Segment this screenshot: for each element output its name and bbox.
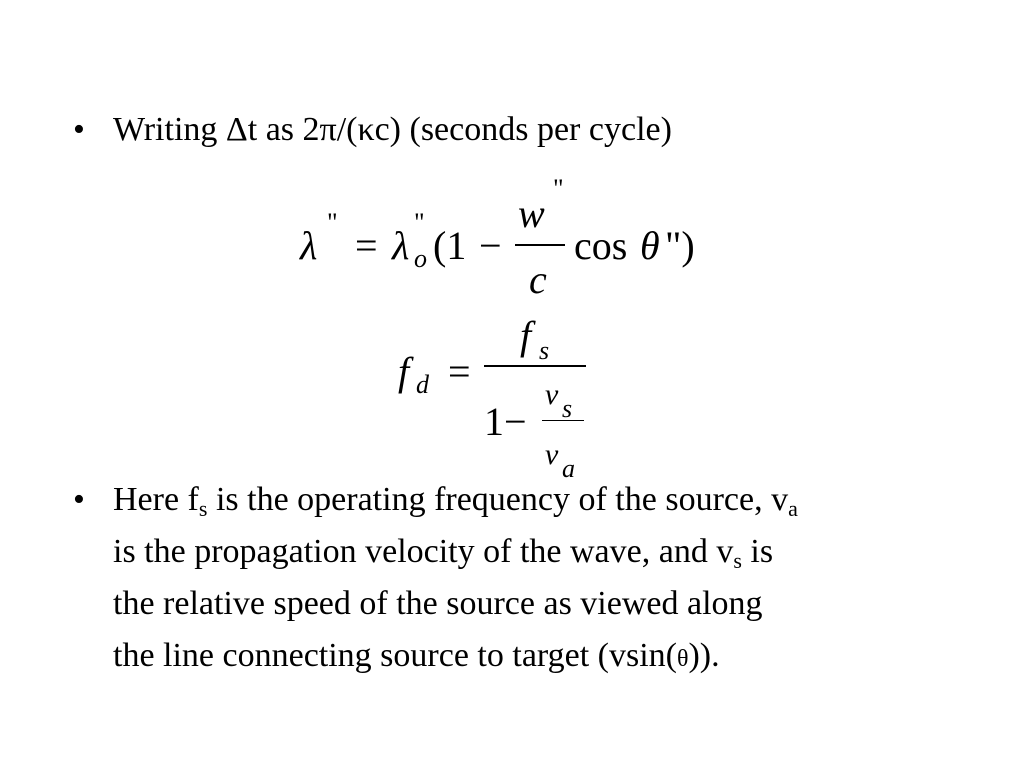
eq2-equals: = bbox=[448, 349, 471, 394]
eq1-equals: = bbox=[355, 223, 378, 268]
eq1-num-w: w bbox=[518, 191, 545, 236]
eq1-lambda-lhs: λ bbox=[300, 223, 318, 268]
bullet2-line4: the line connecting source to target (vs… bbox=[113, 637, 720, 674]
bullet-marker: • bbox=[73, 481, 85, 518]
eq1-cos: cos bbox=[574, 223, 628, 268]
bullet2-line3: the relative speed of the source as view… bbox=[113, 585, 763, 622]
eq1-lambda-rhs: λ bbox=[392, 223, 410, 268]
eq2-f-lhs: f bbox=[398, 349, 410, 394]
eq1-tail: ") bbox=[665, 223, 695, 268]
bullet2-line2: is the propagation velocity of the wave,… bbox=[113, 533, 774, 573]
eq1-lhs-prime: " bbox=[327, 208, 338, 237]
eq1-open-one: (1 bbox=[433, 223, 467, 268]
eq1-den-c: c bbox=[529, 257, 547, 302]
bullet2-line1: Here fs is the operating frequency of th… bbox=[113, 481, 798, 521]
eq1-theta: θ bbox=[640, 223, 660, 268]
eq2-inner-den-sub: a bbox=[562, 454, 575, 483]
eq2-num-sub: s bbox=[539, 336, 550, 365]
eq2-lhs-sub: d bbox=[416, 370, 429, 399]
bullet-marker: • bbox=[73, 111, 85, 148]
eq1-rhs-prime: " bbox=[414, 208, 425, 237]
eq2-inner-fraction-bar bbox=[542, 420, 584, 421]
eq2-main-fraction-bar bbox=[484, 365, 586, 367]
eq2-inner-num-sub: s bbox=[562, 394, 573, 423]
bullet-text: Writing Δt as 2π/(κc) (seconds per cycle… bbox=[113, 111, 672, 148]
bullet-text: Here fs is the operating frequency of th… bbox=[113, 474, 993, 685]
eq1-num-prime: " bbox=[553, 174, 564, 203]
eq2-num-f: f bbox=[520, 313, 532, 358]
eq1-minus: − bbox=[479, 223, 502, 268]
eq2-inner-den-v: v bbox=[545, 438, 559, 471]
eq1-fraction-bar bbox=[515, 244, 565, 246]
eq2-inner-num-v: v bbox=[545, 378, 559, 411]
eq1-rhs-sub: o bbox=[414, 244, 427, 273]
eq2-one-minus: 1− bbox=[484, 399, 527, 444]
